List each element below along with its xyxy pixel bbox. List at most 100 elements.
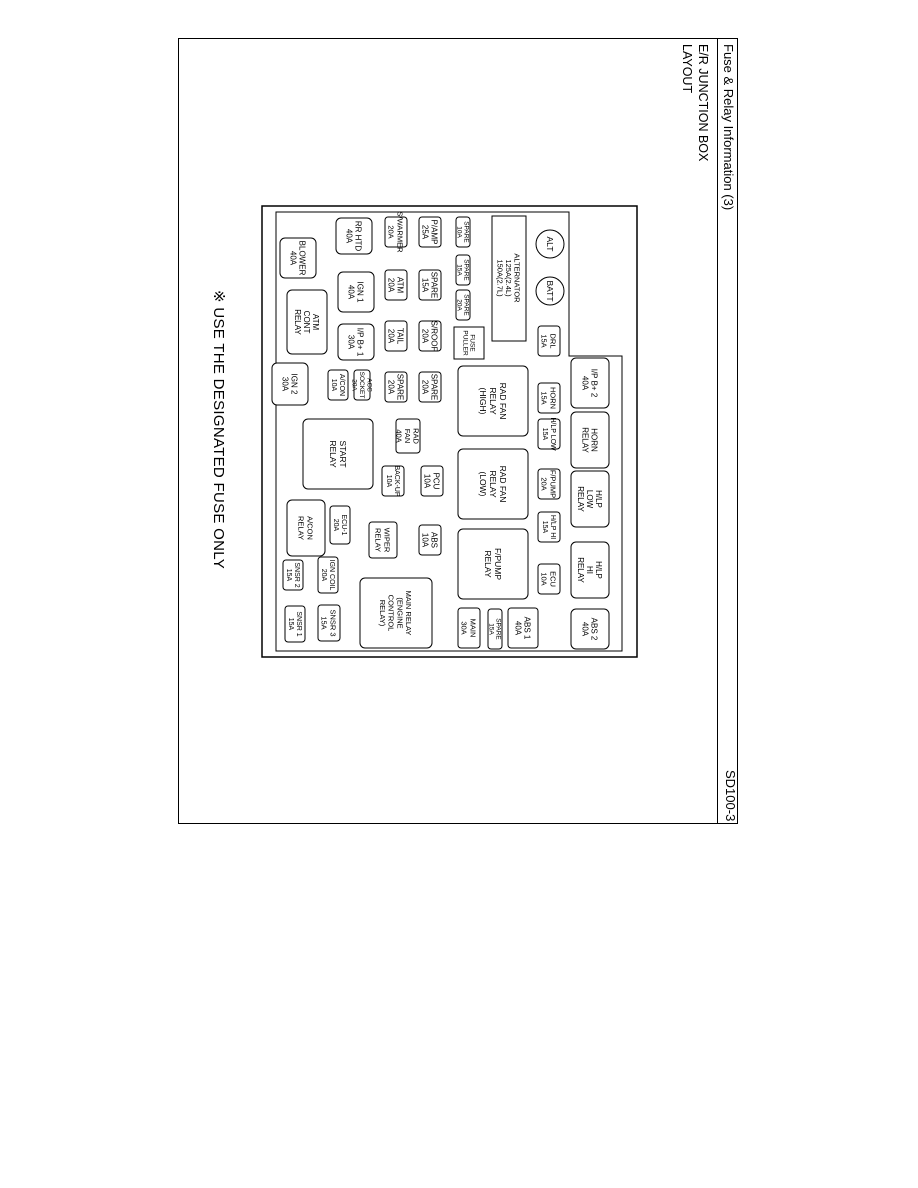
component-spare-20a: SPARE20A bbox=[455, 289, 471, 321]
component-abs-2-40a: ABS 240A bbox=[570, 608, 610, 650]
rad-fan-relay-high-label: RAD FANRELAY(HIGH) bbox=[478, 383, 508, 420]
component-h-lp-low-relay: H/LPLOWRELAY bbox=[570, 470, 610, 528]
fuse-puller-label: FUSEPULLER bbox=[462, 330, 476, 356]
snsr-2-15a-label: SNSR 215A bbox=[285, 562, 300, 587]
horn-15a-label: HORN15A bbox=[540, 387, 558, 409]
junction-box-outer bbox=[261, 205, 638, 658]
f-pump-20a-label: F/PUMP20A bbox=[540, 470, 558, 498]
alt-terminal-label: ALT bbox=[545, 237, 555, 252]
component-h-lp-hi-15a: H/LP HI15A bbox=[537, 511, 561, 543]
ecu-10a-box bbox=[537, 563, 561, 595]
snsr-1-15a-box bbox=[284, 605, 306, 643]
spare-20a-label: SPARE20A bbox=[456, 294, 470, 316]
i-p-b-1-30a-box bbox=[337, 323, 375, 361]
component-acc-socket-20a: ACCSOCKET20A bbox=[351, 369, 373, 401]
junction-box-inner bbox=[275, 211, 623, 652]
f-pump-relay-box bbox=[457, 528, 529, 600]
main-relay-engine-control-relay-box bbox=[359, 577, 433, 649]
ign-1-40a-box bbox=[337, 271, 375, 313]
spare-15a-box bbox=[418, 269, 442, 301]
ecu-10a-label: ECU10A bbox=[540, 571, 558, 587]
alternator-fuse-label: ALTERNATOR125A(2.4L)150A(2.7L) bbox=[496, 253, 522, 303]
pcu-10a-label: PCU10A bbox=[423, 473, 441, 490]
spare-15a-box bbox=[455, 254, 471, 286]
component-ign-2-30a: IGN 230A bbox=[271, 362, 309, 406]
component-h-lp-hi-relay: H/LPHIRELAY bbox=[570, 541, 610, 599]
acc-socket-20a-label: ACCSOCKET20A bbox=[351, 372, 373, 399]
main-30a-label: MAIN30A bbox=[460, 619, 478, 638]
i-p-b-2-40a-label: I/P B+ 240A bbox=[581, 369, 599, 398]
p-amp-25a-label: P/AMP25A bbox=[421, 220, 439, 245]
tail-20a-label: TAIL20A bbox=[387, 328, 405, 345]
rr-htd-40a-label: RR HTD40A bbox=[345, 221, 363, 251]
rad-fan-relay-low-box bbox=[457, 448, 529, 520]
drl-15a-box bbox=[537, 325, 561, 357]
horn-15a-box bbox=[537, 382, 561, 414]
back-up-10a-box bbox=[381, 465, 405, 497]
component-abs-10a: ABS10A bbox=[418, 524, 442, 556]
component-ecu-1-20a: ECU-120A bbox=[329, 505, 351, 545]
alt-terminal bbox=[535, 229, 565, 259]
component-s-roof-20a: S/ROOF20A bbox=[418, 320, 442, 352]
component-i-p-b-2-40a: I/P B+ 240A bbox=[570, 357, 610, 409]
spare-20a-box bbox=[418, 371, 442, 403]
f-pump-relay-label: F/PUMPRELAY bbox=[483, 548, 503, 580]
component-start-relay: STARTRELAY bbox=[302, 418, 374, 490]
component-spare-20a: SPARE20A bbox=[384, 371, 408, 403]
horn-relay-box bbox=[570, 411, 610, 469]
abs-10a-label: ABS10A bbox=[421, 532, 439, 548]
main-30a-box bbox=[457, 607, 481, 649]
atm-cont-relay-label: ATMCONTRELAY bbox=[293, 309, 320, 335]
back-up-10a-label: BACK-UP10A bbox=[385, 465, 400, 496]
component-spare-20a: SPARE20A bbox=[418, 371, 442, 403]
component-spare-15a: SPARE15A bbox=[418, 269, 442, 301]
spare-20a-label: SPARE20A bbox=[387, 374, 405, 401]
abs-1-40a-box bbox=[507, 607, 539, 649]
component-a-con-relay: A/CONRELAY bbox=[286, 499, 326, 557]
h-lp-hi-relay-box bbox=[570, 541, 610, 599]
component-main-relay-engine-control-relay: MAIN RELAY(ENGINECONTROLRELAY) bbox=[359, 577, 433, 649]
component-spare-10a: SPARE10A bbox=[455, 216, 471, 248]
component-snsr-2-15a: SNSR 215A bbox=[282, 559, 304, 591]
ign-2-30a-box bbox=[271, 362, 309, 406]
s-roof-20a-label: S/ROOF20A bbox=[421, 321, 439, 352]
s-warmer-20a-label: S/WARMER20A bbox=[387, 212, 405, 254]
h-lp-hi-15a-label: H/LP HI15A bbox=[541, 515, 556, 539]
s-warmer-20a-box bbox=[384, 216, 408, 248]
a-con-relay-label: A/CONRELAY bbox=[297, 516, 315, 540]
s-roof-20a-box bbox=[418, 320, 442, 352]
component-rad-fan-relay-high: RAD FANRELAY(HIGH) bbox=[457, 365, 529, 437]
batt-terminal bbox=[535, 276, 565, 306]
component-rad-fan-relay-low: RAD FANRELAY(LOW) bbox=[457, 448, 529, 520]
snsr-3-15a-label: SNSR 315A bbox=[320, 609, 338, 636]
h-lp-low-relay-box bbox=[570, 470, 610, 528]
rad-fan-relay-low-label: RAD FANRELAY(LOW) bbox=[478, 466, 508, 503]
start-relay-box bbox=[302, 418, 374, 490]
abs-10a-box bbox=[418, 524, 442, 556]
ign-1-40a-label: IGN 140A bbox=[347, 282, 365, 303]
component-drl-15a: DRL15A bbox=[537, 325, 561, 357]
component-blower-40a: BLOWER40A bbox=[279, 237, 317, 279]
component-main-30a: MAIN30A bbox=[457, 607, 481, 649]
component-atm-20a: ATM20A bbox=[384, 269, 408, 301]
atm-20a-label: ATM20A bbox=[387, 277, 405, 294]
wiper-relay-label: WIPERRELAY bbox=[374, 528, 392, 553]
spare-15a-label: SPARE15A bbox=[456, 259, 470, 281]
fuse-puller bbox=[453, 326, 485, 360]
alternator-fuse bbox=[491, 215, 527, 342]
spare-20a-label: SPARE20A bbox=[421, 374, 439, 401]
component-wiper-relay: WIPERRELAY bbox=[368, 521, 398, 559]
component-a-con-10a: A/CON10A bbox=[327, 369, 349, 401]
component-f-pump-20a: F/PUMP20A bbox=[537, 468, 561, 500]
h-lp-hi-15a-box bbox=[537, 511, 561, 543]
junction-box-components: ALTBATTALTERNATOR125A(2.4L)150A(2.7L)FUS… bbox=[271, 212, 610, 650]
ign-2-30a-label: IGN 230A bbox=[281, 374, 299, 395]
main-relay-engine-control-relay-label: MAIN RELAY(ENGINECONTROLRELAY) bbox=[379, 591, 414, 636]
h-lp-low-15a-box bbox=[537, 418, 561, 450]
component-ign-coil-20a: IGN COIL20A bbox=[317, 556, 339, 594]
atm-cont-relay-box bbox=[286, 289, 328, 355]
atm-20a-box bbox=[384, 269, 408, 301]
component-tail-20a: TAIL20A bbox=[384, 320, 408, 352]
drl-15a-label: DRL15A bbox=[540, 333, 558, 348]
spare-15a-label: SPARE15A bbox=[488, 618, 502, 640]
